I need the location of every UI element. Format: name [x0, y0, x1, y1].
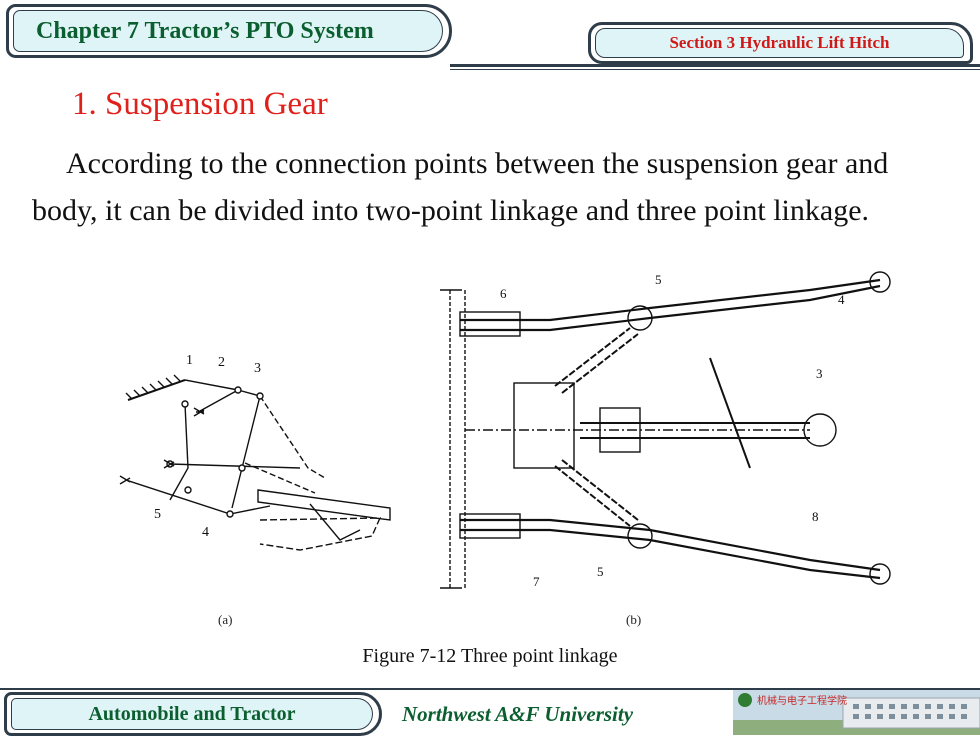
lower-link	[460, 518, 881, 572]
link-dashed-2	[244, 462, 316, 494]
section-tab-inner: Section 3 Hydraulic Lift Hitch	[595, 28, 964, 58]
label-a-5: 5	[154, 507, 161, 522]
body-paragraph: According to the connection points betwe…	[32, 147, 889, 227]
label-b-3: 3	[816, 366, 823, 381]
link-left-arm	[169, 403, 189, 501]
diagram-b-labels: 3 4 5 5 6 7 8	[500, 272, 845, 589]
plough-blade	[309, 503, 361, 541]
slide-heading: 1. Suspension Gear	[72, 86, 328, 122]
top-link-eye	[803, 413, 837, 447]
logo-windows	[853, 704, 967, 719]
university-name: Northwest A&F University	[402, 702, 634, 726]
top-link	[580, 422, 810, 439]
logo-building	[842, 697, 980, 729]
anchor-symbol	[119, 475, 131, 485]
label-b-8: 8	[812, 509, 819, 524]
footer-rule	[0, 688, 980, 690]
link-1	[184, 379, 239, 391]
label-a-1: 1	[186, 353, 193, 368]
upper-lower-link	[460, 278, 881, 322]
chapter-title: Chapter 7 Tractor’s PTO System	[36, 17, 374, 44]
label-b-5-top: 5	[655, 272, 662, 287]
diagram-b	[440, 271, 891, 589]
label-b-4: 4	[838, 292, 845, 307]
label-a-2: 2	[218, 355, 225, 370]
ball-joint-lower	[869, 563, 891, 585]
course-title: Automobile and Tractor	[88, 702, 296, 725]
upper-lower-link-edge	[460, 284, 881, 332]
linkage-diagram: 1 2 3 4 5 3 4 5 5 6 7	[119, 271, 891, 589]
anchor-symbol	[193, 407, 205, 417]
link-upper	[199, 389, 239, 412]
logo-emblem	[738, 693, 752, 707]
figure-caption-a: (a)	[218, 612, 233, 627]
pivot	[256, 392, 264, 400]
plough-outline	[259, 517, 382, 551]
pivot	[181, 400, 189, 408]
course-tab: Automobile and Tractor	[4, 692, 382, 736]
diagram-a-labels: 1 2 3 4 5	[154, 353, 261, 540]
figure-caption: Figure 7-12 Three point linkage	[362, 645, 618, 667]
lift-rod	[709, 357, 751, 469]
pivot	[184, 486, 192, 494]
pivot	[226, 510, 234, 518]
link-right-arm	[231, 389, 261, 509]
pivot	[234, 386, 242, 394]
bracket-lower	[459, 513, 521, 539]
implement-bar	[257, 489, 391, 521]
hitch-block	[513, 382, 575, 469]
chapter-tab-inner: Chapter 7 Tractor’s PTO System	[13, 10, 443, 52]
chapter-tab: Chapter 7 Tractor’s PTO System	[6, 4, 452, 58]
figure-caption-b: (b)	[626, 612, 642, 627]
label-a-4: 4	[202, 525, 209, 540]
college-building-logo: 机械与电子工程学院	[733, 690, 980, 735]
check-chain-lower	[554, 459, 639, 527]
frame-line	[127, 379, 186, 401]
tractor-edge	[440, 289, 462, 589]
label-b-6: 6	[500, 286, 507, 301]
diagram-a	[119, 374, 391, 551]
bracket-upper	[459, 311, 521, 337]
link-lower	[125, 479, 271, 515]
section-title: Section 3 Hydraulic Lift Hitch	[669, 33, 890, 52]
check-chain-upper	[554, 327, 639, 394]
lower-link-edge	[460, 528, 881, 580]
tractor-rear	[449, 290, 466, 588]
header-rule-thin	[450, 69, 980, 70]
pin-lower	[627, 523, 653, 549]
label-b-5-bottom: 5	[597, 564, 604, 579]
header-rule	[450, 64, 980, 67]
hitch-plate	[599, 407, 641, 453]
pin-upper	[627, 305, 653, 331]
section-tab: Section 3 Hydraulic Lift Hitch	[588, 22, 973, 64]
label-a-3: 3	[254, 361, 261, 376]
frame-hatch	[125, 374, 181, 400]
ball-joint-upper	[869, 271, 891, 293]
logo-banner-text: 机械与电子工程学院	[757, 694, 847, 707]
link-middle	[169, 463, 301, 469]
pivot	[238, 464, 246, 472]
course-tab-inner: Automobile and Tractor	[11, 698, 373, 730]
link-dashed-1	[259, 395, 326, 479]
label-b-7: 7	[533, 574, 540, 589]
anchor-symbol	[163, 459, 175, 469]
